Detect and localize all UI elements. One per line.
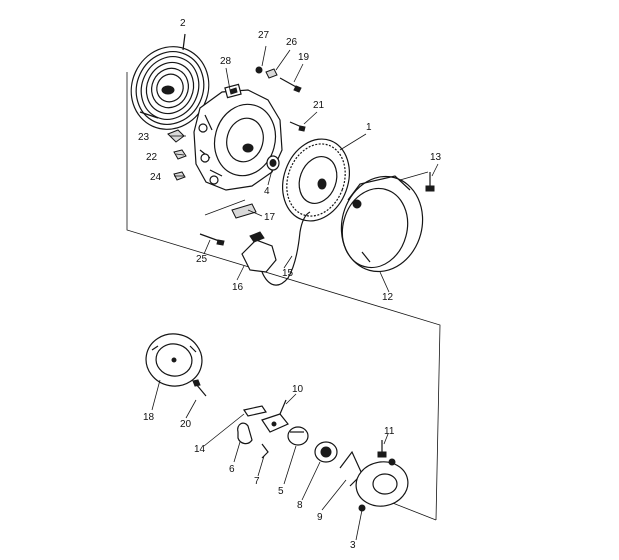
part-20-bolt (192, 379, 207, 397)
label-1: 1 (366, 122, 372, 133)
part-4-washer (266, 155, 280, 171)
label-4: 4 (264, 186, 270, 197)
part-3-drive-plate (355, 458, 409, 512)
label-8: 8 (297, 500, 303, 511)
label-11: 11 (384, 426, 395, 437)
label-15: 15 (282, 268, 294, 279)
part-7-spring (261, 443, 269, 459)
part-25-bolt (199, 233, 225, 246)
label-5: 5 (278, 486, 284, 497)
label-28: 28 (220, 56, 232, 67)
label-3: 3 (350, 540, 356, 551)
label-27: 27 (258, 30, 270, 41)
part-6-pawl (237, 422, 253, 445)
label-7: 7 (254, 476, 260, 487)
label-12: 12 (382, 292, 394, 303)
label-16: 16 (232, 282, 244, 293)
label-26: 26 (286, 37, 298, 48)
leader-lines (151, 45, 439, 541)
part-10-bracket (261, 399, 289, 433)
part-16-handle-and-15-rope (241, 211, 311, 286)
label-6: 6 (229, 464, 235, 475)
part-28-starter-housing (193, 83, 283, 191)
label-20: 20 (180, 419, 192, 430)
part-9-spring-clip (339, 450, 363, 487)
label-14: 14 (194, 444, 206, 455)
part-8-washer (314, 441, 338, 463)
label-18: 18 (143, 412, 155, 423)
label-24: 24 (150, 172, 162, 183)
part-13-screw (425, 172, 435, 192)
part-14-pawl-plate (243, 405, 267, 417)
part-1-pulley (282, 138, 350, 222)
label-10: 10 (292, 384, 304, 395)
part-5-hub (287, 426, 309, 446)
hardware-27-26-19-21 (255, 66, 306, 132)
label-25: 25 (196, 254, 208, 265)
label-23: 23 (138, 132, 150, 143)
part-12-cover (340, 175, 424, 273)
part-number-labels: 2 27 26 19 28 21 23 22 24 1 4 13 17 25 1… (138, 18, 442, 551)
label-13: 13 (430, 152, 442, 163)
label-17: 17 (264, 212, 276, 223)
label-9: 9 (317, 512, 323, 523)
label-2: 2 (180, 18, 186, 29)
label-22: 22 (146, 152, 158, 163)
part-11-bolt (377, 440, 387, 458)
part-17-rope-guide (231, 203, 257, 219)
part-18-drive-cup (145, 333, 203, 387)
label-19: 19 (298, 52, 310, 63)
label-21: 21 (313, 100, 325, 111)
